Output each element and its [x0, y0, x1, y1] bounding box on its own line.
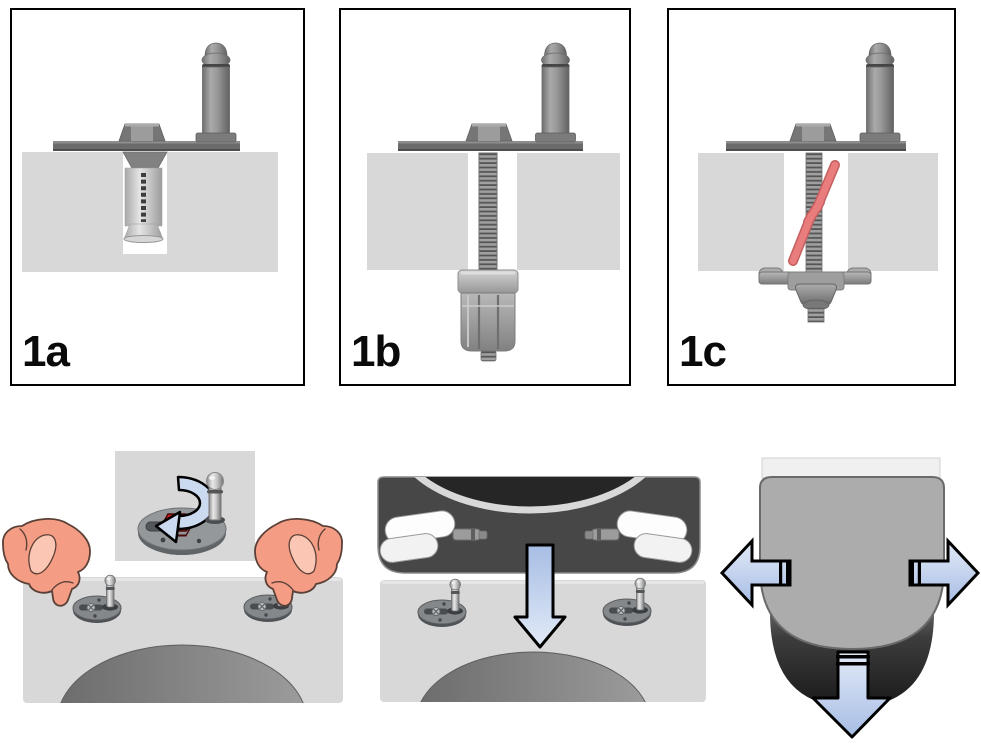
- cistern: [761, 457, 941, 479]
- mounting-bar: [53, 141, 240, 151]
- bowl-opening: [415, 651, 651, 702]
- fixing-peg: [859, 42, 901, 143]
- down-arrow-icon: [811, 650, 892, 739]
- threaded-rod-end: [807, 307, 825, 323]
- mounting-bar: [398, 141, 583, 151]
- fixing-peg: [535, 42, 576, 143]
- panel-1a-illustration: [22, 42, 278, 272]
- hex-bolt: [118, 123, 166, 142]
- bowl-opening: [56, 644, 308, 703]
- hex-bolt: [465, 123, 513, 142]
- threaded-rod: [478, 152, 498, 276]
- expansion-dowel: [122, 151, 168, 243]
- scene-lower-seat-illustration: [377, 476, 706, 702]
- toggle-bar: [789, 161, 839, 265]
- panel-1a: 1a: [10, 8, 305, 386]
- panel-1b: 1b: [339, 8, 631, 386]
- scene-position-fixing-plates: [0, 430, 365, 749]
- fixing-peg: [195, 42, 237, 143]
- fixing-peg-detail: [205, 472, 225, 524]
- panel-1c-label: 1c: [679, 327, 727, 376]
- rotation-arrow-icon: [154, 475, 217, 544]
- panel-1b-illustration: [367, 42, 620, 362]
- pan-highlight: [25, 578, 341, 581]
- panel-1a-label: 1a: [22, 327, 70, 376]
- seat-lid-top-view: [759, 476, 945, 651]
- panel-1c-illustration: [698, 42, 938, 323]
- thumb-nut: [457, 269, 519, 362]
- hex-bolt: [789, 123, 837, 142]
- scene-align-seat: [700, 430, 981, 749]
- down-arrow-icon: [513, 543, 567, 649]
- plate-adjustment-inset: [115, 451, 255, 561]
- scene-lower-seat: [365, 430, 715, 749]
- seat-ring-edge: [391, 477, 669, 514]
- panel-1c: 1c: [667, 8, 956, 386]
- scene-align-seat-illustration: [720, 457, 980, 739]
- mounting-bar: [726, 141, 906, 151]
- hex-nut: [795, 283, 837, 311]
- toilet-seat-underside: [377, 476, 701, 574]
- scene-position-plates-illustration: [2, 451, 343, 703]
- panel-1b-label: 1b: [351, 327, 401, 376]
